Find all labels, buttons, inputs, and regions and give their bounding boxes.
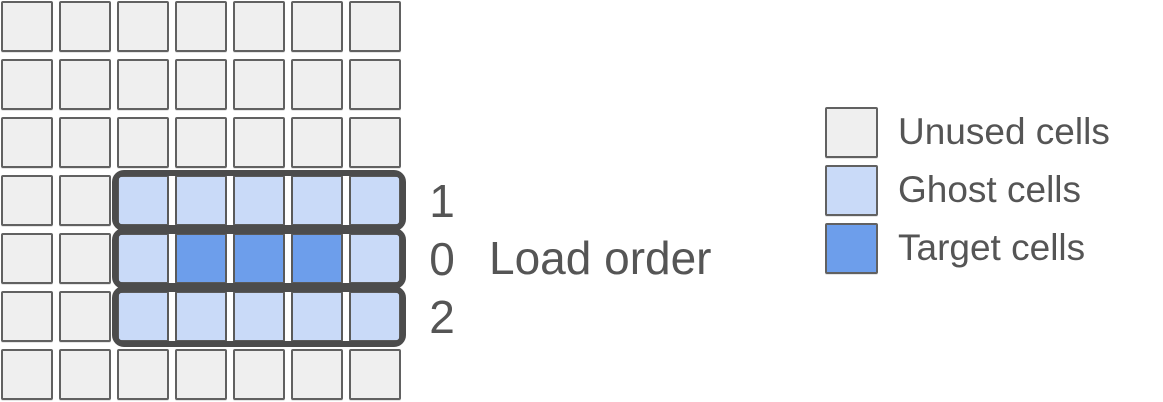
load-order-number-0: 0 <box>429 232 455 285</box>
unused-cell <box>1 59 53 110</box>
unused-cell <box>1 175 53 226</box>
unused-cell <box>291 59 343 110</box>
unused-cell <box>349 349 401 400</box>
unused-cell <box>1 1 53 52</box>
unused-cell <box>1 233 53 284</box>
ghost-cell <box>291 175 343 226</box>
unused-cell <box>117 1 169 52</box>
ghost-cell <box>349 233 401 284</box>
unused-cell <box>59 349 111 400</box>
load-order-number-1: 1 <box>429 174 455 227</box>
unused-cell <box>233 117 285 168</box>
unused-cell <box>291 1 343 52</box>
unused-cell <box>349 59 401 110</box>
unused-cell <box>349 117 401 168</box>
ghost-cell <box>117 175 169 226</box>
unused-cell <box>349 1 401 52</box>
unused-cell <box>59 233 111 284</box>
unused-cell <box>59 59 111 110</box>
unused-cell <box>1 117 53 168</box>
unused-cell <box>175 59 227 110</box>
ghost-cell <box>291 291 343 342</box>
cell-grid <box>1 1 401 400</box>
unused-cell <box>233 59 285 110</box>
legend-item-target: Target cells <box>825 222 1110 274</box>
ghost-cell <box>117 291 169 342</box>
unused-cell <box>175 117 227 168</box>
ghost-swatch <box>825 164 878 216</box>
unused-cell <box>233 349 285 400</box>
unused-swatch <box>825 106 878 158</box>
unused-cell <box>233 1 285 52</box>
unused-cell <box>59 291 111 342</box>
legend-item-unused: Unused cells <box>825 106 1110 158</box>
ghost-cell <box>117 233 169 284</box>
legend-label-target: Target cells <box>898 227 1086 268</box>
target-cell <box>175 233 227 284</box>
unused-cell <box>117 349 169 400</box>
unused-cell <box>117 59 169 110</box>
target-swatch <box>825 222 878 274</box>
unused-cell <box>175 349 227 400</box>
ghost-cell <box>349 175 401 226</box>
unused-cell <box>1 349 53 400</box>
load-order-number-2: 2 <box>429 290 455 343</box>
ghost-cell <box>349 291 401 342</box>
target-cell <box>291 233 343 284</box>
ghost-cell <box>233 291 285 342</box>
target-cell <box>233 233 285 284</box>
unused-cell <box>291 117 343 168</box>
unused-cell <box>59 1 111 52</box>
unused-cell <box>59 117 111 168</box>
unused-cell <box>291 349 343 400</box>
unused-cell <box>59 175 111 226</box>
unused-cell <box>1 291 53 342</box>
legend-item-ghost: Ghost cells <box>825 164 1110 216</box>
legend-label-ghost: Ghost cells <box>898 169 1082 210</box>
unused-cell <box>175 1 227 52</box>
load-order-label: Load order <box>489 232 712 284</box>
unused-cell <box>117 117 169 168</box>
ghost-cell <box>175 291 227 342</box>
legend-label-unused: Unused cells <box>898 111 1110 152</box>
ghost-cell <box>233 175 285 226</box>
ghost-cell <box>175 175 227 226</box>
